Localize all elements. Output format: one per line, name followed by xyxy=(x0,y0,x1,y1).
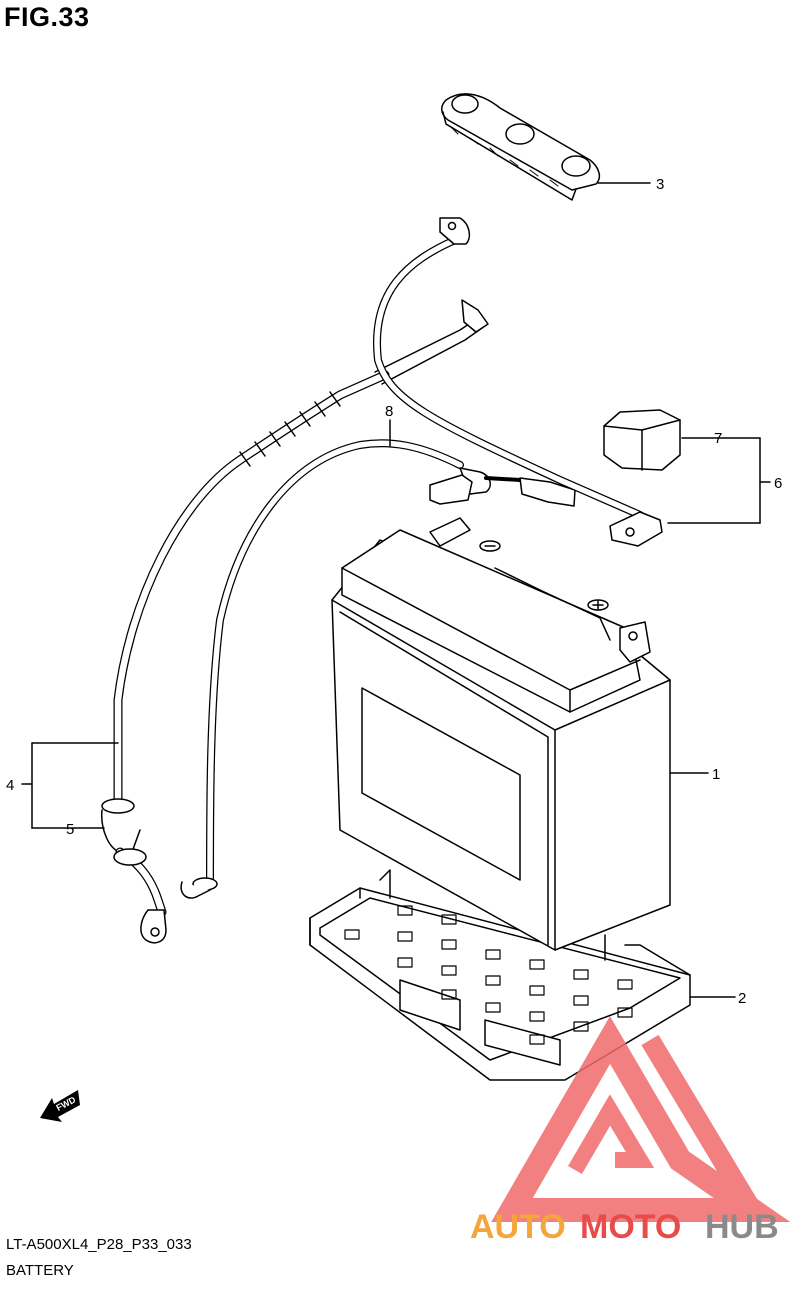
battery-tray-part xyxy=(309,869,691,1081)
negative-cable-part xyxy=(101,299,489,944)
callout-4: 4 xyxy=(6,777,14,794)
starter-cable-part xyxy=(373,217,663,547)
terminal-cover-part xyxy=(603,409,681,471)
callout-5: 5 xyxy=(66,821,74,838)
watermark-text: AUTO MOTO HUB xyxy=(470,1208,779,1246)
callout-6: 6 xyxy=(774,475,782,492)
callout-8: 8 xyxy=(385,403,393,420)
battery-strap-part xyxy=(441,93,601,201)
diagram-subtitle: BATTERY xyxy=(6,1262,74,1279)
forward-arrow-icon: FWD xyxy=(40,1090,80,1122)
watermark-hub: HUB xyxy=(705,1208,779,1246)
callout-1: 1 xyxy=(712,766,720,783)
watermark-logo xyxy=(491,1016,791,1222)
figure-title: FIG.33 xyxy=(4,2,90,32)
callout-3: 3 xyxy=(656,176,664,193)
watermark-moto: MOTO xyxy=(580,1208,681,1246)
callout-7: 7 xyxy=(714,430,722,447)
watermark-auto: AUTO xyxy=(470,1208,566,1246)
battery-part xyxy=(331,517,671,951)
diagram-code: LT-A500XL4_P28_P33_033 xyxy=(6,1236,192,1253)
callout-2: 2 xyxy=(738,990,746,1007)
